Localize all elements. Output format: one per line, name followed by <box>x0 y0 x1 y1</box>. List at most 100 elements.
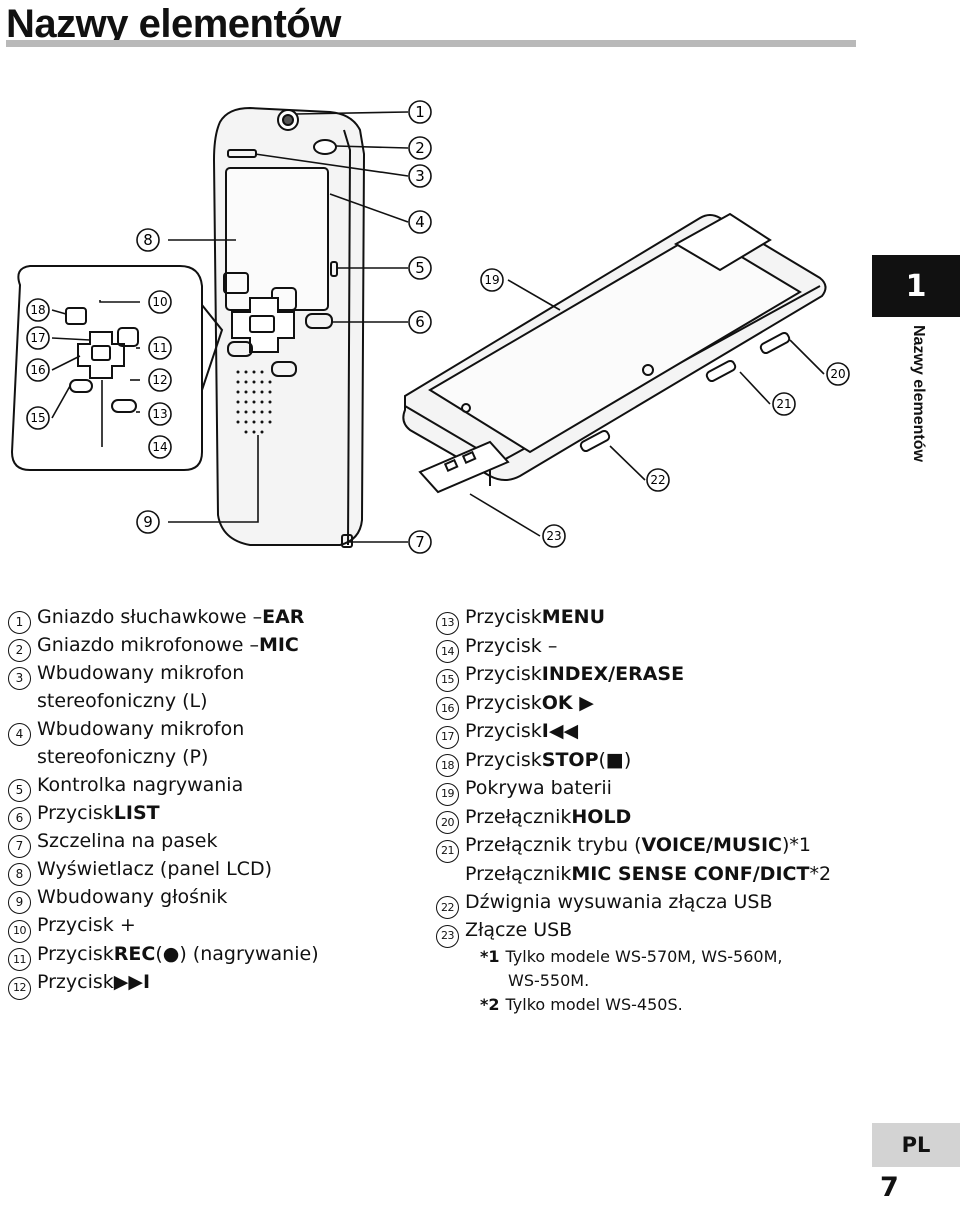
svg-text:9: 9 <box>143 513 153 531</box>
callout-5: 5 <box>408 256 432 280</box>
part-number: 11 <box>8 948 31 971</box>
leader-lines <box>51 111 825 543</box>
part-number: 14 <box>436 640 459 663</box>
part-number: 22 <box>436 896 459 919</box>
part-number: 17 <box>436 725 459 749</box>
part-number: 23 <box>436 924 459 948</box>
recorder-front-view <box>212 106 366 548</box>
svg-text:23: 23 <box>546 529 561 543</box>
callout-4: 4 <box>408 210 432 234</box>
callout-14: 14 <box>148 435 172 459</box>
callout-22: 22 <box>646 468 670 492</box>
svg-text:22: 22 <box>650 473 665 487</box>
svg-text:17: 17 <box>30 331 45 345</box>
callout-1: 1 <box>408 100 432 124</box>
svg-text:5: 5 <box>415 259 425 277</box>
callout-7: 7 <box>408 530 432 554</box>
svg-text:2: 2 <box>415 139 425 157</box>
part-number: 9 <box>8 890 31 914</box>
title-rule <box>6 40 856 47</box>
side-chapter-label: Nazwy elementów <box>910 325 927 462</box>
callout-12: 12 <box>148 368 172 392</box>
svg-text:14: 14 <box>152 440 167 454</box>
svg-text:3: 3 <box>415 167 425 185</box>
part-number: 6 <box>8 806 31 830</box>
page-number: 7 <box>880 1172 899 1203</box>
svg-text:15: 15 <box>30 411 45 425</box>
callout-20: 20 <box>826 362 850 386</box>
part-item-continuation: Przełącznik MIC SENSE CONF/DICT*2 <box>465 862 832 885</box>
svg-text:13: 13 <box>152 407 167 421</box>
page-title: Nazwy elementów <box>6 2 341 46</box>
svg-text:7: 7 <box>415 533 425 551</box>
callout-8: 8 <box>136 228 160 252</box>
callout-3: 3 <box>408 164 432 188</box>
part-number: 3 <box>8 666 31 690</box>
svg-text:19: 19 <box>484 273 499 287</box>
part-number: 10 <box>8 919 31 943</box>
part-number: 20 <box>436 811 459 834</box>
svg-text:8: 8 <box>143 231 153 249</box>
footnote-1-continuation: WS-550M. <box>508 970 590 990</box>
svg-text:12: 12 <box>152 373 167 387</box>
svg-text:20: 20 <box>830 367 845 381</box>
svg-text:1: 1 <box>415 103 425 121</box>
svg-text:11: 11 <box>152 341 167 355</box>
svg-text:21: 21 <box>776 397 791 411</box>
part-number: 7 <box>8 834 31 858</box>
device-diagram: 1 2 3 4 5 6 7 8 9 10 11 12 13 14 15 16 1… <box>10 100 850 554</box>
part-item-continuation: stereofoniczny (L) <box>37 690 208 712</box>
part-number: 1 <box>8 610 31 634</box>
svg-text:10: 10 <box>152 295 167 309</box>
callout-markers: 1 2 3 4 5 6 7 8 9 10 11 12 13 14 15 16 1… <box>26 100 850 554</box>
svg-text:18: 18 <box>30 303 45 317</box>
callout-16: 16 <box>26 358 50 382</box>
callout-15: 15 <box>26 406 50 430</box>
svg-text:4: 4 <box>415 213 425 231</box>
part-item-continuation: stereofoniczny (P) <box>37 746 209 768</box>
part-number: 21 <box>436 839 459 863</box>
language-tab: PL <box>872 1123 960 1167</box>
callout-19: 19 <box>480 268 504 292</box>
callout-11: 11 <box>148 336 172 360</box>
part-number: 16 <box>436 697 459 720</box>
part-number: 19 <box>436 782 459 806</box>
callout-18: 18 <box>26 298 50 322</box>
callout-2: 2 <box>408 136 432 160</box>
callout-10: 10 <box>148 290 172 314</box>
callout-21: 21 <box>772 392 796 416</box>
part-number: 4 <box>8 722 31 746</box>
part-number: 2 <box>8 638 31 662</box>
svg-text:6: 6 <box>415 313 425 331</box>
callout-13: 13 <box>148 402 172 426</box>
part-number: 5 <box>8 778 31 802</box>
callout-9: 9 <box>136 510 160 534</box>
part-number: 8 <box>8 862 31 886</box>
part-number: 13 <box>436 611 459 635</box>
